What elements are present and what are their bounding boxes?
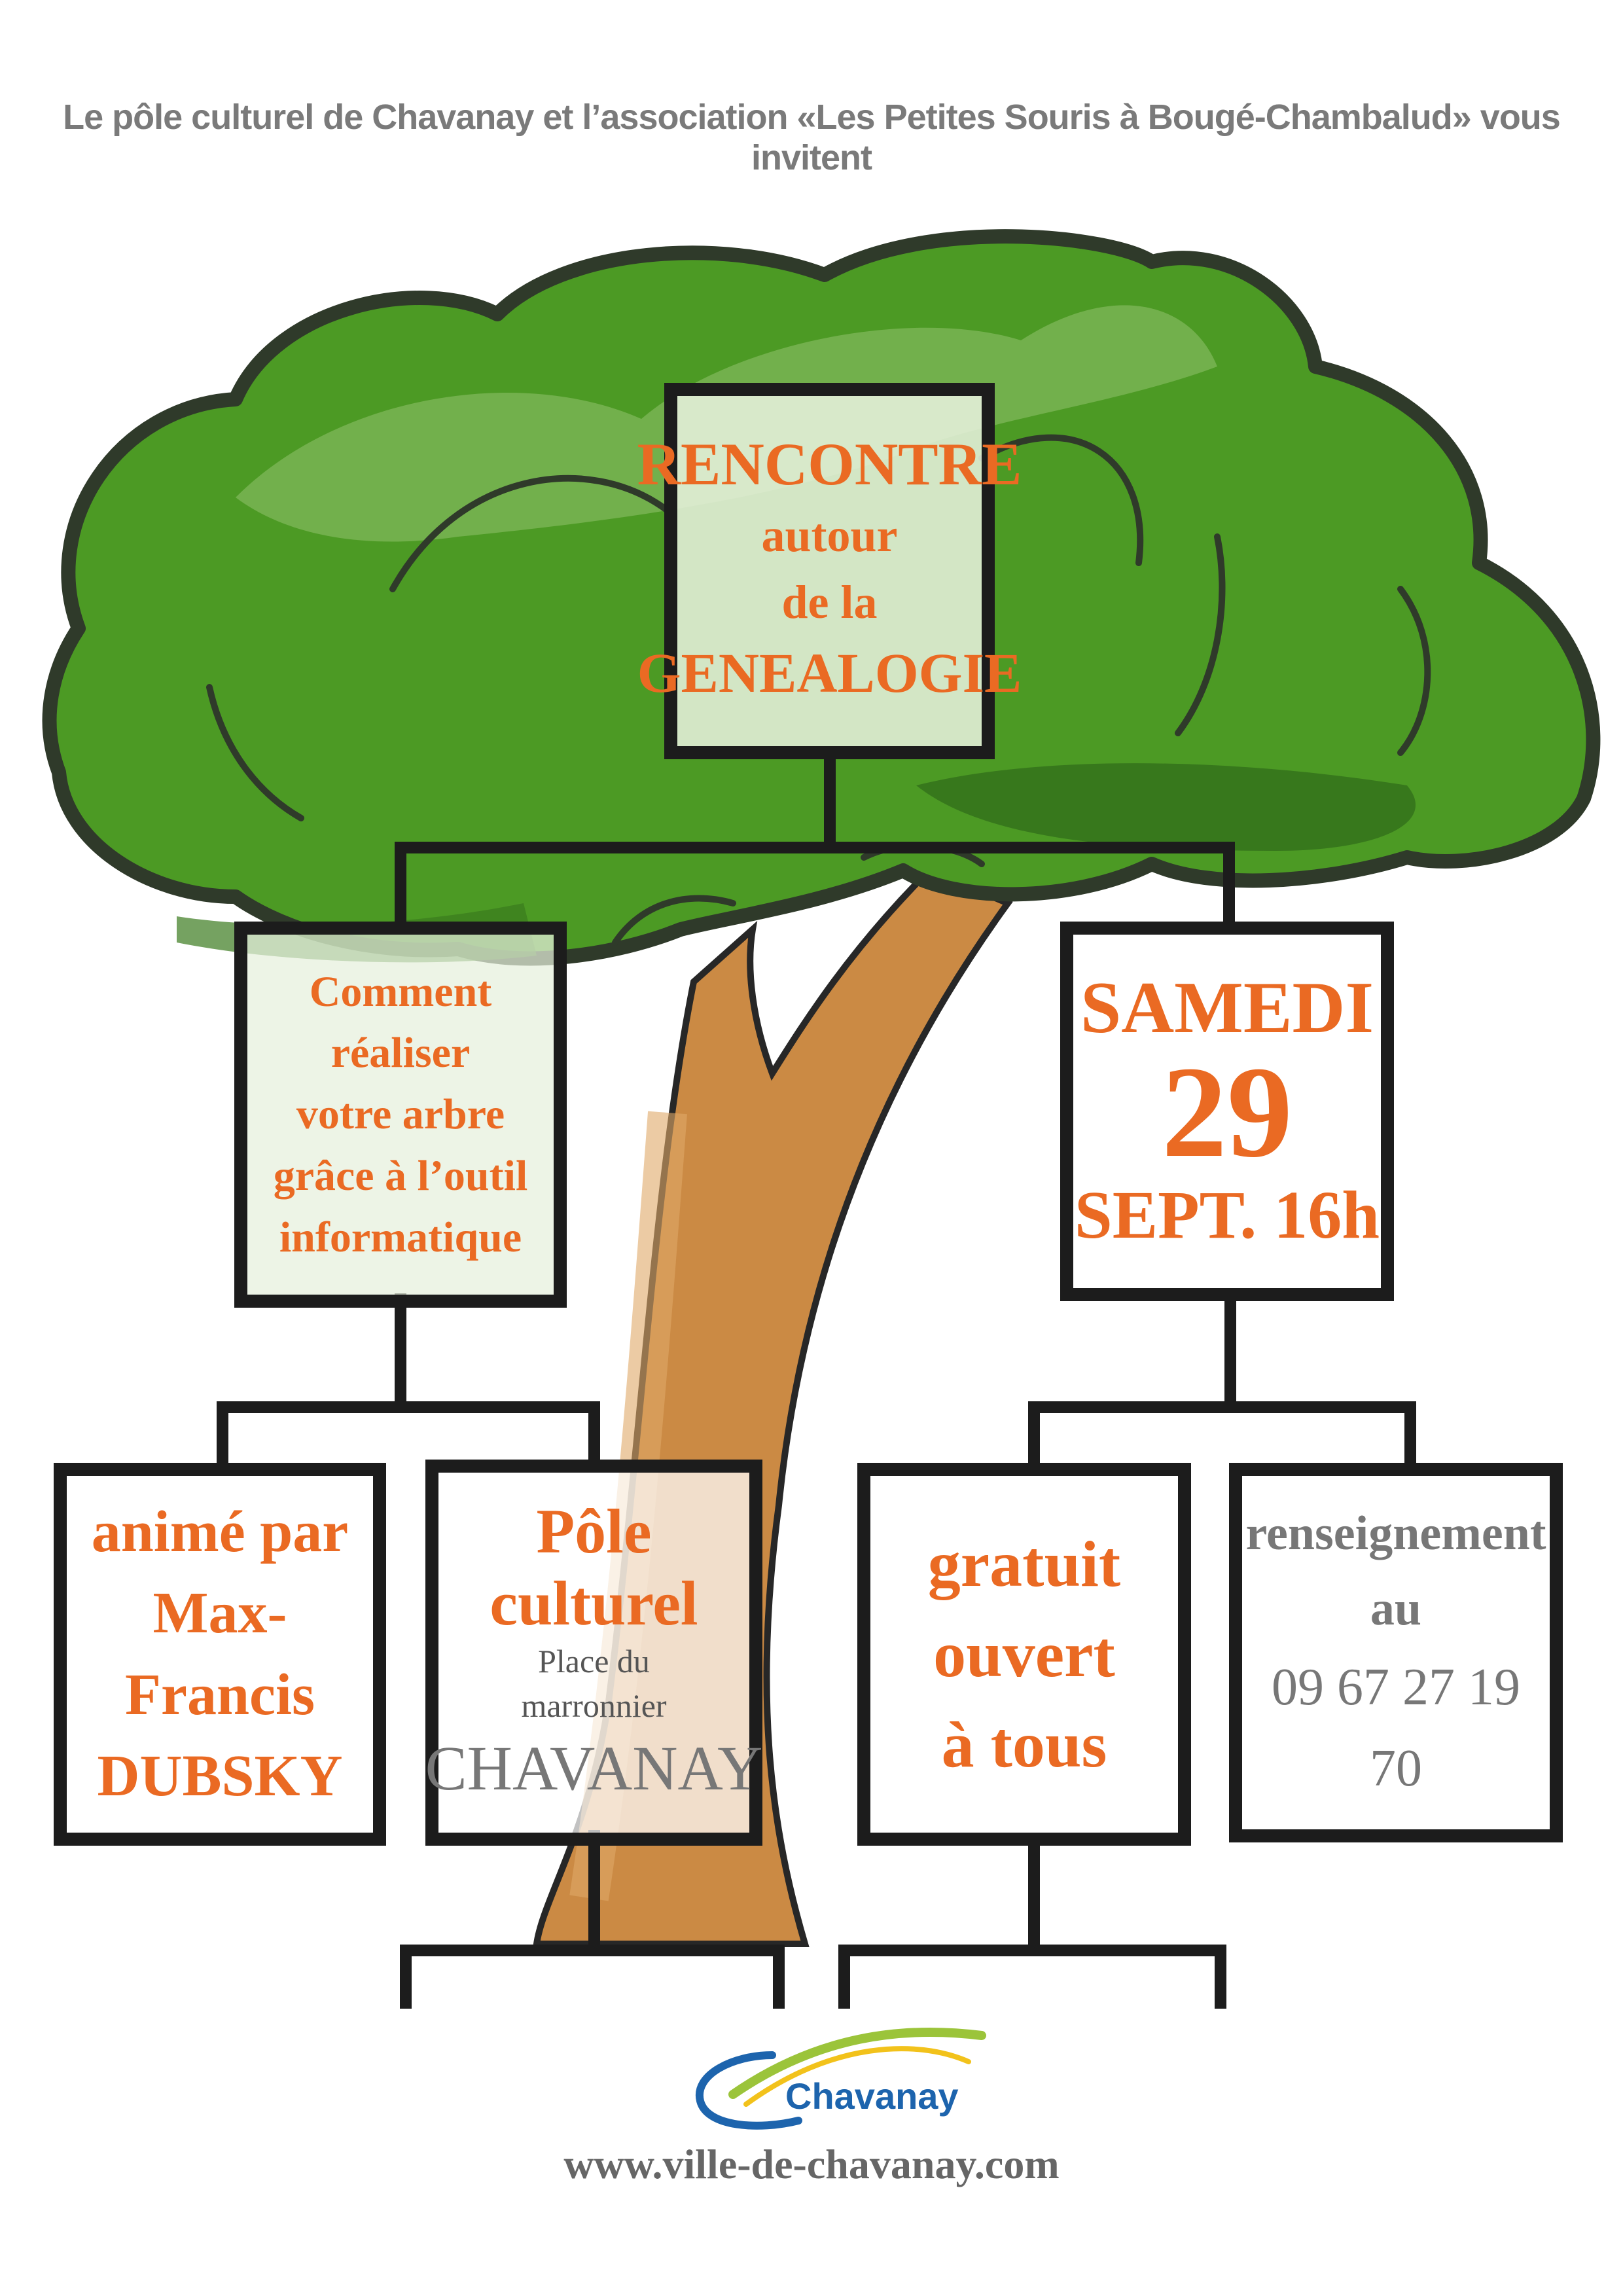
info-line-1: renseignement <box>1245 1507 1546 1561</box>
free-line-3: à tous <box>941 1708 1107 1781</box>
venue-town: CHAVANAY <box>425 1733 763 1804</box>
header-invitation: Le pôle culturel de Chavanay et l’associ… <box>63 98 1561 177</box>
desc-line-1: Comment réaliser <box>309 967 492 1077</box>
info-box: renseignement au 09 67 27 19 70 <box>1229 1463 1563 1842</box>
free-line-2: ouvert <box>933 1617 1115 1691</box>
title-de-la: de la <box>781 576 878 629</box>
title-rencontre: RENCONTRE <box>637 430 1022 497</box>
date-box: SAMEDI 29 SEPT. 16h <box>1060 922 1394 1301</box>
venue-street-2: marronnier <box>521 1687 667 1724</box>
presenter-name: DUBSKY <box>97 1743 343 1808</box>
chavanay-logo-swoosh <box>695 2027 986 2130</box>
presenter-line-1: animé par <box>91 1499 349 1565</box>
desc-line-3: grâce à l’outil <box>273 1151 528 1200</box>
presenter-box: animé par Max-Francis DUBSKY <box>54 1463 386 1846</box>
venue-street-1: Place du <box>538 1643 650 1680</box>
phone-number: 09 67 27 19 70 <box>1272 1658 1520 1797</box>
chavanay-logo-text: Chavanay <box>785 2075 959 2117</box>
website-url[interactable]: www.ville-de-chavanay.com <box>563 2141 1060 2187</box>
date-time: SEPT. 16h <box>1074 1177 1380 1253</box>
family-tree-connectors <box>217 747 1416 2009</box>
desc-line-2: votre arbre <box>296 1090 505 1139</box>
free-line-1: gratuit <box>927 1527 1121 1600</box>
desc-line-4: informatique <box>279 1213 522 1261</box>
info-line-2: au <box>1370 1582 1422 1636</box>
venue-title: Pôle culturel <box>490 1496 698 1639</box>
title-box: RENCONTRE autour de la GENEALOGIE <box>637 383 1022 759</box>
title-genealogie: GENEALOGIE <box>637 641 1022 704</box>
presenter-line-2: Max-Francis <box>125 1581 315 1727</box>
date-number: 29 <box>1162 1039 1293 1185</box>
title-autour: autour <box>761 509 898 562</box>
date-day: SAMEDI <box>1080 967 1374 1049</box>
free-entry-box: gratuit ouvert à tous <box>857 1463 1191 1846</box>
venue-box: Pôle culturel Place du marronnier CHAVAN… <box>425 1460 762 1846</box>
computer-tree-box: Comment réaliser votre arbre grâce à l’o… <box>234 922 567 1308</box>
